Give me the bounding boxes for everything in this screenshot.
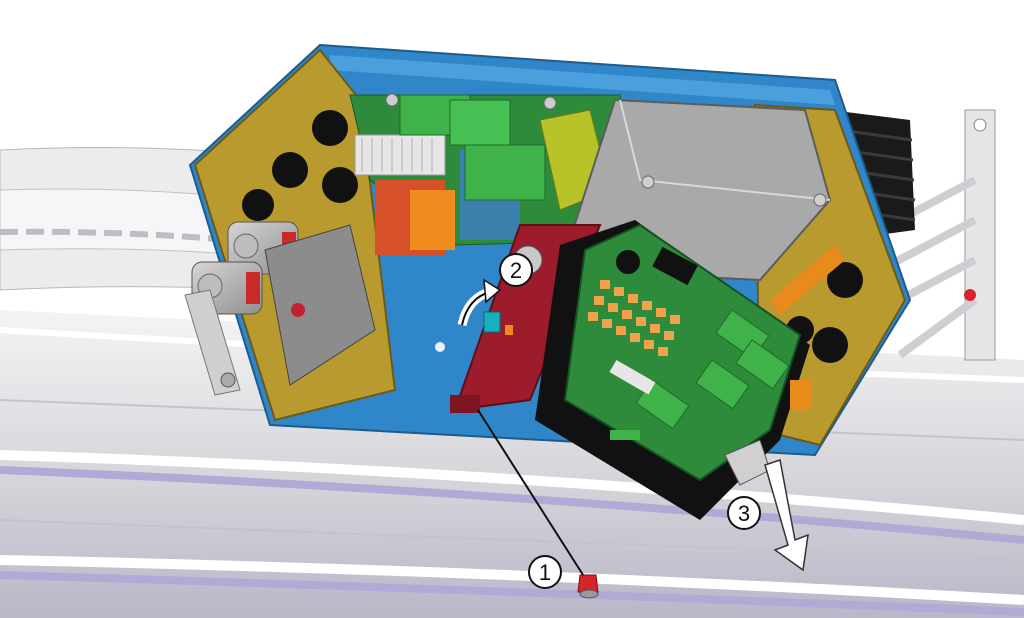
cable-gland-hole bbox=[242, 189, 274, 221]
dip-switch-array bbox=[588, 280, 680, 356]
red-indicator-knob bbox=[964, 289, 976, 301]
cable-gland-hole bbox=[827, 262, 863, 298]
cable-gland-hole bbox=[312, 110, 348, 146]
rotate-arrow-icon bbox=[457, 278, 502, 327]
terminal-block bbox=[464, 144, 546, 201]
callout-1: 1 bbox=[528, 555, 562, 589]
down-arrow-icon bbox=[764, 459, 809, 572]
cable-gland-hole bbox=[322, 167, 358, 203]
cable-gland-hole bbox=[272, 152, 308, 188]
control-pcb-module bbox=[535, 220, 812, 520]
terminal-block bbox=[449, 99, 511, 146]
left-end-plate bbox=[184, 48, 397, 422]
screw-icon bbox=[477, 409, 599, 599]
cable-gland-hole bbox=[812, 327, 848, 363]
mounting-bracket-frame bbox=[878, 109, 996, 361]
terminal-block bbox=[695, 359, 750, 410]
svg-text:1: 1 bbox=[539, 560, 551, 585]
svg-text:3: 3 bbox=[738, 501, 750, 526]
callout-2: 2 bbox=[499, 253, 533, 287]
callout-3: 3 bbox=[727, 496, 761, 530]
svg-text:2: 2 bbox=[510, 258, 522, 283]
terminal-block bbox=[735, 339, 790, 390]
